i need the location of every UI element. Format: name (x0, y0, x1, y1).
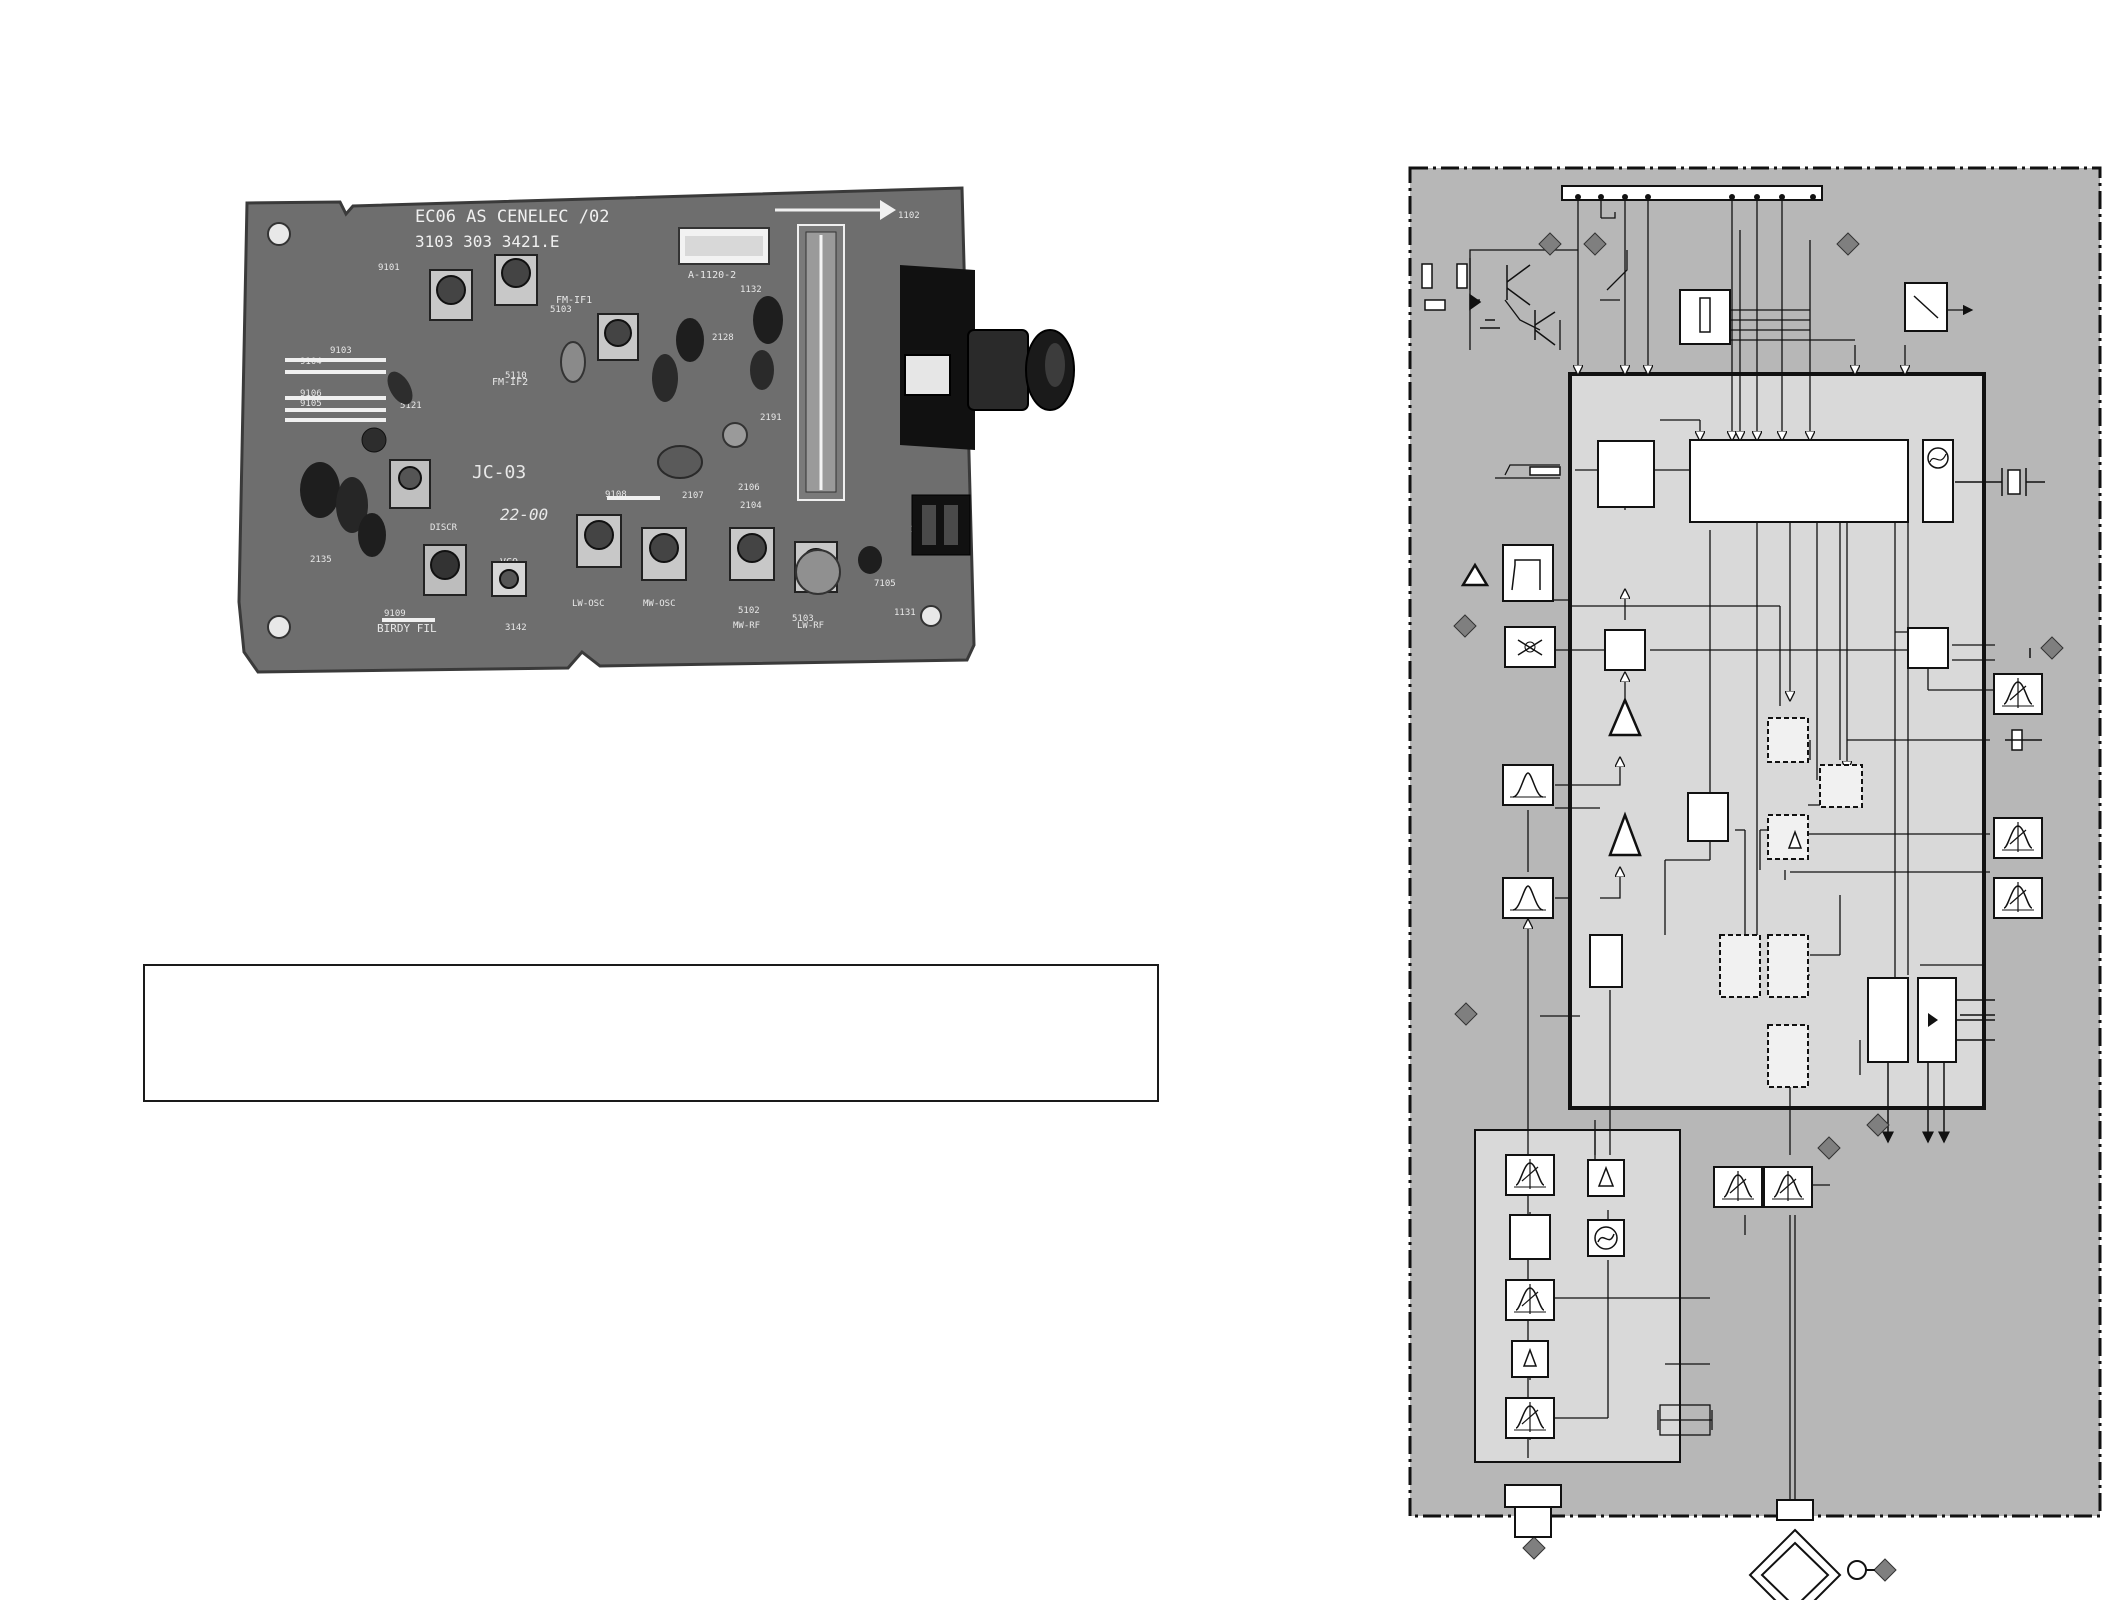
pcb-ref-label: 9103 (330, 346, 352, 356)
transistors (1469, 264, 1556, 346)
pcb-ref-label: 5103 (792, 614, 814, 624)
mounting-hole (267, 615, 291, 639)
left-filters (1502, 544, 1556, 919)
pcb-fm-if1-label: FM-IF1 (556, 295, 592, 306)
diode-icon (1928, 1013, 1938, 1027)
pcb-date-code: 22-00 (500, 505, 548, 524)
coil-can (494, 254, 538, 306)
mounting-hole (920, 605, 942, 627)
coil-can (576, 514, 622, 568)
pcb-lw-osc-label: LW-OSC (572, 599, 605, 609)
ic-blocks (1589, 439, 1957, 1063)
tuning-slider (775, 200, 896, 501)
pcb-ref-label: 3142 (505, 623, 527, 633)
bottom-filters (1713, 1166, 1813, 1208)
coil-can (491, 561, 527, 597)
pcb-birdy-label: BIRDY FIL (377, 622, 437, 635)
triangle-icon (1787, 829, 1803, 849)
mixer-block (1604, 629, 1646, 671)
pcb-ref-label: 5103 (550, 305, 572, 315)
pcb-mw-osc-label: MW-OSC (643, 599, 676, 609)
amplifiers (1460, 562, 1642, 857)
electrolytic-capacitors (300, 296, 783, 557)
xtal-icon (1927, 447, 1949, 469)
top-left-components (1421, 263, 1948, 476)
audio-block (1589, 934, 1623, 988)
pcb-ref-label: 2191 (760, 413, 782, 423)
pcb-mw-rf-label: MW-RF (733, 621, 760, 631)
rca-socket (900, 265, 1075, 450)
pcb-ref-label: 9108 (605, 490, 627, 500)
coil-can (729, 527, 775, 581)
resistor-rows (285, 358, 660, 622)
pll-block (1689, 439, 1909, 523)
pcb-ref-label: 9101 (378, 263, 400, 273)
note-box (143, 964, 1159, 1102)
pcb-board (237, 186, 976, 674)
mw-lw-rf-trimmer (795, 549, 841, 595)
pcb-board-id: JC-03 (472, 462, 526, 483)
pcb-ref-label: 1131 (894, 608, 916, 618)
pcb-ref-label: 9105 (300, 399, 322, 409)
coil-can (429, 269, 473, 321)
board-connector (678, 227, 770, 265)
pcb-discr-label: DISCR (430, 523, 458, 533)
coil-can (389, 459, 431, 509)
tuner-block-diagram (1408, 166, 2102, 1600)
trim-coils (389, 254, 838, 597)
front-end-blocks (1505, 1154, 1711, 1439)
pcb-ref-label: 9106 (300, 389, 322, 399)
if-counter-block (1597, 440, 1655, 508)
coil-can (423, 544, 467, 596)
pcb-connector-label: A-1120-2 (688, 270, 736, 281)
pcb-fm-if2-label: FM-IF2 (492, 377, 528, 388)
pcb-ref-label: 2104 (740, 501, 762, 511)
pcb-ref-label: 5110 (505, 371, 527, 381)
stereo-decoder-block (1907, 627, 1949, 669)
crystals (1955, 468, 2045, 751)
pcb-ref-label: 5102 (738, 606, 760, 616)
coil-can (597, 313, 639, 361)
pcb-lw-rf-label: LW-RF (797, 621, 824, 631)
pcb-ref-label: 2135 (310, 555, 332, 565)
pcb-photo: EC06 AS CENELEC /02 3103 303 3421.E JC-0… (237, 186, 1075, 674)
pcb-ref-label: 2128 (712, 333, 734, 343)
pcb-title-line2: 3103 303 3421.E (415, 232, 560, 251)
ic-output-lines (1882, 999, 1995, 1144)
pcb-ref-label: 1102 (898, 211, 920, 221)
top-connector (1561, 185, 1823, 201)
pcb-title-line1: EC06 AS CENELEC /02 (415, 207, 609, 227)
coil-can (641, 527, 687, 581)
two-pin-connector (911, 494, 971, 556)
amp-icon (1608, 696, 1642, 737)
ic-dashed-blocks (1719, 717, 1863, 1088)
pcb-ref-label: 2107 (682, 491, 704, 501)
am-mixer-block (1687, 792, 1729, 842)
pcb-ref-label: 7105 (874, 579, 896, 589)
pcb-ref-label: 9109 (384, 609, 406, 619)
pcb-ref-label: 1132 (740, 285, 762, 295)
rds-block (1867, 977, 1909, 1063)
pcb-ref-label: 5121 (400, 401, 422, 411)
varicap-block (1504, 626, 1556, 668)
amp-icon (1460, 562, 1490, 587)
small-components (560, 341, 882, 595)
amp-icon (1608, 811, 1642, 857)
bottom-connectors (1504, 1484, 1875, 1600)
lpf-block (1502, 544, 1554, 602)
mounting-hole (267, 222, 291, 246)
pcb-ref-label: 2106 (738, 483, 760, 493)
